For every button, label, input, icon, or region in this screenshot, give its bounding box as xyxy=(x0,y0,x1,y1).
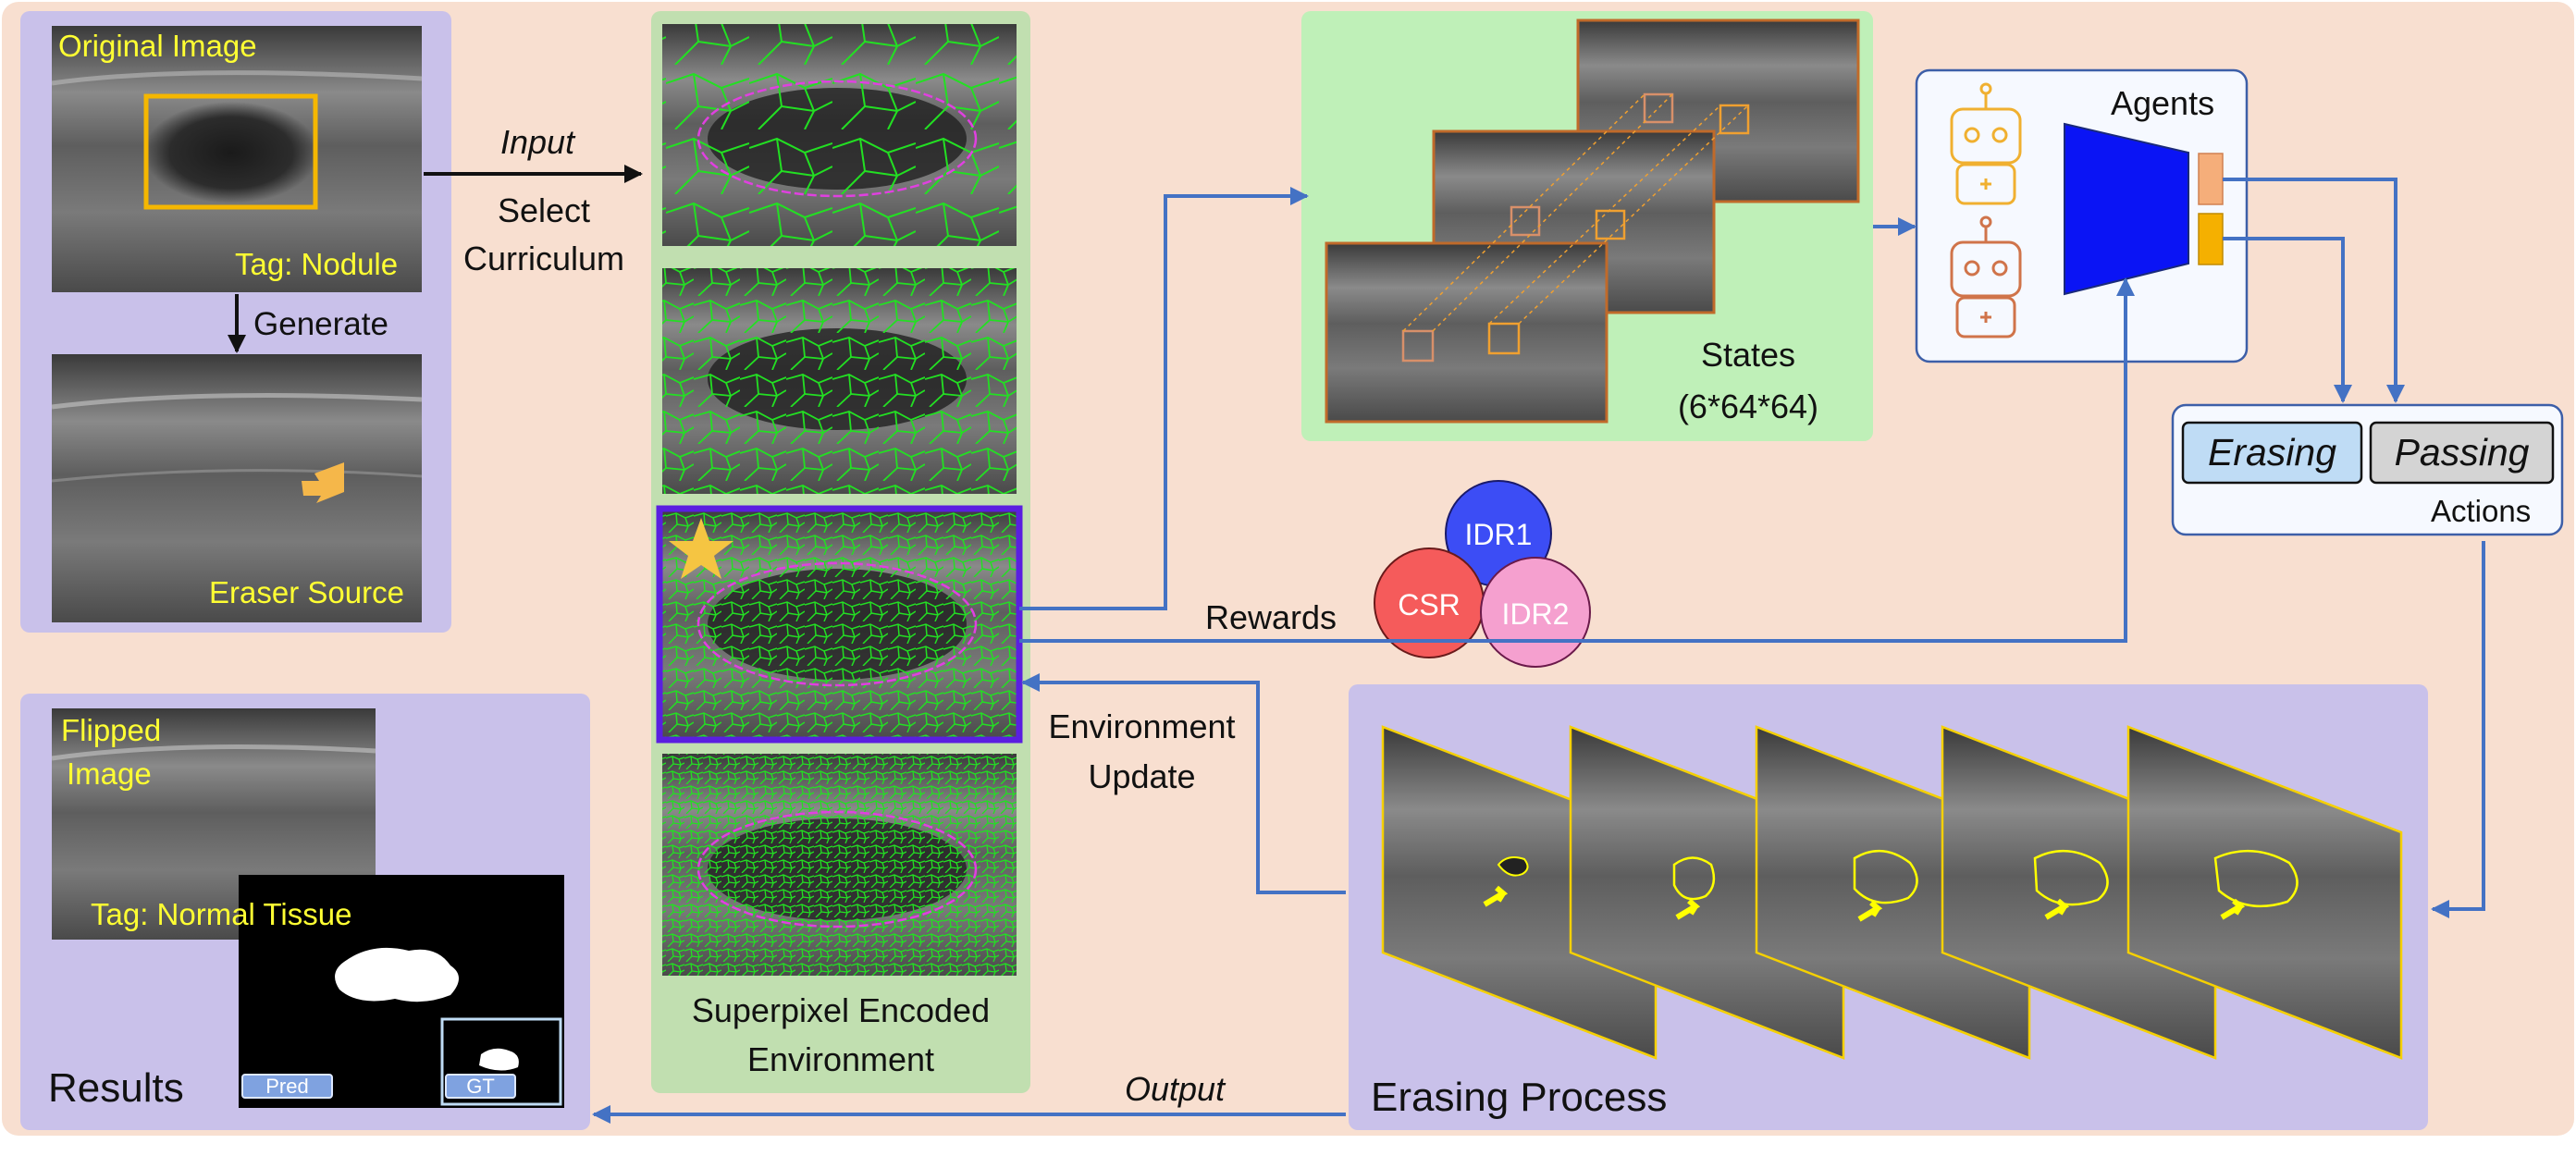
superpixel-image-2 xyxy=(662,268,1017,494)
star-icon xyxy=(669,518,733,579)
passing-action xyxy=(2369,421,2555,485)
robot-agent-1-icon xyxy=(1950,82,2022,205)
agent2-to-actions-arrow xyxy=(2223,237,2352,403)
curriculum-label: Curriculum xyxy=(462,240,625,277)
states-dims: (6*64*64) xyxy=(1677,387,1819,425)
input-label: Input xyxy=(500,123,575,161)
passing-action-label: Passing xyxy=(2394,431,2530,473)
idr1-label: IDR1 xyxy=(1464,518,1533,551)
select-label: Select xyxy=(497,191,591,229)
superpixel-image-1 xyxy=(662,24,1017,246)
superpixel-image-4 xyxy=(662,754,1017,976)
flipped-label-line2: Image xyxy=(67,756,152,791)
eraser-source-image xyxy=(51,354,423,622)
gt-badge-label: GT xyxy=(466,1075,495,1098)
mask-output xyxy=(239,875,564,1108)
environment-update-line1: Environment xyxy=(1048,707,1236,745)
actions-label: Actions xyxy=(2431,494,2532,528)
idr2-label: IDR2 xyxy=(1501,597,1570,631)
state-patches xyxy=(1401,92,1750,363)
agent-network xyxy=(2064,122,2189,296)
erasing-action xyxy=(2181,421,2363,485)
normal-tissue-tag: Tag: Normal Tissue xyxy=(91,897,352,931)
arrow-icon xyxy=(302,462,344,503)
states-label: States xyxy=(1700,336,1796,374)
original-image xyxy=(51,26,423,292)
erasing-frames xyxy=(1381,725,2403,1060)
pred-badge-label: Pred xyxy=(265,1075,309,1098)
robot-agent-2-icon xyxy=(1950,215,2022,338)
gt-mask xyxy=(479,1048,519,1071)
env-to-states-arrow xyxy=(1019,187,1309,610)
rewards-arrow xyxy=(1019,277,2135,643)
erasing-frame-5 xyxy=(2126,725,2403,1060)
results-title: Results xyxy=(48,1065,184,1111)
pred-badge xyxy=(241,1074,333,1099)
output-label: Output xyxy=(1125,1070,1226,1108)
environment-caption-line2: Environment xyxy=(746,1040,935,1078)
generate-label: Generate xyxy=(253,306,388,342)
eraser-source-label: Eraser Source xyxy=(209,575,404,609)
state-frame-front xyxy=(1325,241,1608,424)
original-image-title: Original Image xyxy=(58,29,257,63)
environment-update-arrow xyxy=(1021,673,1346,894)
superpixel-image-3-selected xyxy=(656,505,1023,744)
agent1-to-actions-arrow xyxy=(2223,178,2405,403)
actions-to-erasing-arrow xyxy=(2431,541,2485,918)
flipped-label-line1: Flipped xyxy=(61,713,162,747)
gt-badge xyxy=(445,1074,516,1099)
agent-output-2 xyxy=(2198,213,2224,265)
csr-label: CSR xyxy=(1398,588,1461,621)
rewards-label: Rewards xyxy=(1205,598,1337,636)
agents-label: Agents xyxy=(2111,84,2215,122)
gt-inset xyxy=(440,1017,562,1106)
connectors xyxy=(592,178,2485,1124)
nodule-tag: Tag: Nodule xyxy=(235,247,399,281)
erasing-process-label: Erasing Process xyxy=(1371,1075,1668,1120)
erasing-action-label: Erasing xyxy=(2207,431,2336,473)
environment-caption-line1: Superpixel Encoded xyxy=(691,991,991,1029)
pred-mask xyxy=(335,947,459,1002)
agent-output-1 xyxy=(2198,153,2224,205)
nodule-bbox xyxy=(143,93,318,210)
environment-update-line2: Update xyxy=(1088,757,1196,795)
